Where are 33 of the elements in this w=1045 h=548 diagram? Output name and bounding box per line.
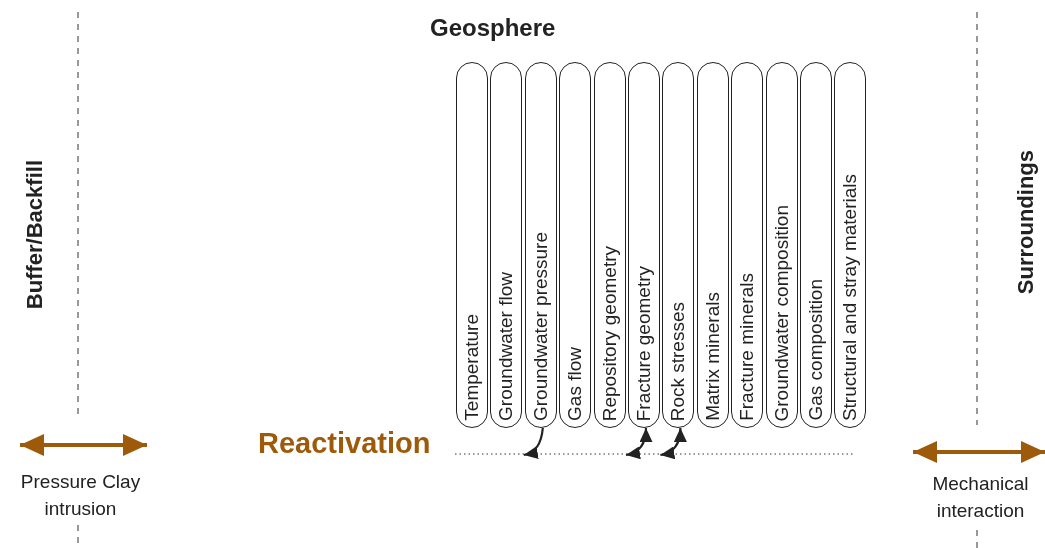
side-heading: Surroundings (1013, 150, 1039, 295)
parameter-label: Groundwater composition (770, 204, 793, 421)
curved-arrow (660, 427, 687, 459)
interaction-label: Mechanical interaction (931, 472, 1030, 523)
parameter-box (593, 62, 626, 428)
parameter-box (456, 62, 488, 428)
process-label: Reactivation (258, 428, 431, 458)
parameter-box (559, 62, 592, 428)
parameter-box (662, 62, 695, 428)
parameter-box (765, 62, 798, 428)
parameter-box (696, 62, 729, 428)
parameter-label: Repository geometry (598, 245, 621, 421)
parameter-label: Structural and stray materials (839, 173, 862, 421)
parameter-label: Rock stresses (667, 301, 690, 421)
parameter-box (731, 62, 764, 428)
side-heading: Buffer/Backfill (22, 160, 48, 310)
parameter-label: Groundwater pressure (529, 231, 552, 421)
parameter-label: Temperature (461, 314, 483, 421)
parameter-label: Gas composition (805, 279, 827, 421)
parameter-label: Gas flow (564, 347, 587, 421)
parameter-box (800, 62, 832, 428)
parameter-box (628, 62, 660, 428)
curved-arrow (625, 427, 652, 459)
parameter-box (834, 62, 867, 428)
parameter-box (524, 62, 557, 428)
parameter-label: Fracture geometry (633, 265, 655, 421)
parameter-label: Fracture minerals (736, 273, 759, 421)
diagram-title: Geosphere (430, 14, 556, 42)
interaction-label: Pressure Clay intrusion (19, 470, 142, 521)
curved-arrow (523, 427, 544, 459)
parameter-box (490, 62, 523, 428)
parameter-label: Matrix minerals (701, 292, 724, 421)
parameter-label: Groundwater flow (495, 272, 518, 421)
